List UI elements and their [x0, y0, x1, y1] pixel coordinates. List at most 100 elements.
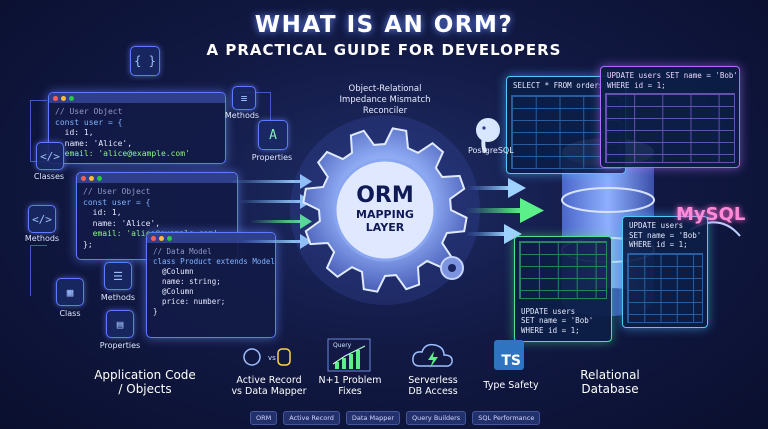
sql-line: UPDATE users — [629, 221, 684, 230]
label-methods-top: Methods — [224, 111, 260, 120]
window-zoom-dot — [167, 235, 172, 241]
gear-hub — [333, 158, 437, 262]
gear-label-layer: LAYER — [365, 221, 405, 234]
typescript-icon: TS — [494, 340, 524, 370]
window-close-dot — [81, 175, 86, 181]
feature-serverless: Serverless DB Access — [408, 375, 458, 397]
code-line: name: 'Alice', — [83, 218, 161, 228]
sql-line: UPDATE users SET name = 'Bob' — [607, 71, 738, 80]
connector-line — [30, 245, 47, 296]
caption-relational-database: Relational Database — [580, 368, 640, 396]
orm-gear — [290, 115, 480, 305]
feature-active-record: Active Record vs Data Mapper — [231, 375, 307, 397]
label-methods-low: Methods — [100, 293, 136, 302]
gear-label: ORM MAPPING LAYER — [335, 183, 435, 235]
sql-code: UPDATE users SET name = 'Bob'WHERE id = … — [601, 67, 739, 94]
properties-doc-icon: ▤ — [106, 310, 134, 338]
window-minimize-dot — [159, 235, 164, 241]
window-titlebar — [147, 233, 275, 243]
code-line: @Column — [153, 287, 194, 296]
code-line: name: 'Alice', — [55, 138, 133, 148]
sql-line: UPDATE users — [521, 306, 576, 316]
window-titlebar — [77, 173, 237, 183]
tag-chip: SQL Performance — [472, 411, 541, 425]
tag-chip: Query Builders — [406, 411, 467, 425]
query-text: Query — [333, 342, 352, 349]
sql-line: WHERE id = 1; — [521, 325, 580, 335]
window-close-dot — [151, 235, 156, 241]
code-line: price: number; — [153, 297, 226, 306]
tag-chip: Active Record — [283, 411, 340, 425]
postgresql-elephant-icon — [476, 118, 500, 154]
tag-chip: Data Mapper — [345, 411, 400, 425]
code-line: @Column — [153, 267, 194, 276]
window-titlebar — [49, 93, 225, 103]
classes-icon: </> — [36, 142, 64, 170]
code-line: }; — [83, 239, 93, 249]
window-minimize-dot — [89, 175, 94, 181]
cloud-lightning-icon — [410, 340, 456, 372]
sql-line: WHERE id = 1; — [607, 80, 666, 90]
result-grid — [627, 253, 703, 323]
label-class: Class — [59, 309, 81, 318]
code-line: } — [153, 307, 158, 316]
methods-icon: ≡ — [232, 86, 256, 110]
sql-line: SET name = 'Bob' — [521, 316, 594, 325]
label-properties-top: Properties — [251, 153, 293, 162]
query-chart-icon: Query — [326, 338, 372, 372]
arrows-left — [230, 174, 312, 249]
feature-type-safety: Type Safety — [483, 380, 539, 391]
vs-text: vs — [268, 354, 276, 362]
label-properties-low: Properties — [99, 341, 141, 350]
sql-window-update-top: UPDATE users SET name = 'Bob'WHERE id = … — [600, 66, 740, 168]
sql-code: SELECT * FROM orders; — [507, 77, 625, 95]
gear-label-mapping: MAPPING — [356, 208, 414, 221]
code-line: // Data Model — [153, 247, 212, 256]
result-grid — [605, 93, 735, 163]
sql-line: SET name = 'Bob' — [629, 230, 702, 240]
tag-chip: ORM — [250, 411, 278, 425]
tag-list: ORM Active Record Data Mapper Query Builder… — [250, 411, 541, 425]
label-methods-mid: Methods — [24, 234, 60, 243]
class-icon: ▦ — [56, 278, 84, 306]
properties-icon: A — [258, 120, 288, 150]
typescript-icon-text: TS — [501, 353, 521, 369]
window-zoom-dot — [97, 175, 102, 181]
active-record-vs-data-mapper-icon: vs — [240, 343, 296, 371]
sql-line: SELECT * FROM orders; — [513, 81, 608, 90]
sql-line: WHERE id = 1; — [629, 240, 688, 249]
code-line: id: 1, — [55, 128, 94, 137]
code-line: const user = { — [55, 117, 123, 127]
code-line: // User Object — [83, 187, 151, 196]
code-line: class Product extends Model { — [153, 257, 276, 266]
methods-code-icon: </> — [28, 205, 56, 233]
page-subtitle: A PRACTICAL GUIDE FOR DEVELOPERS — [206, 41, 562, 59]
methods-list-icon: ☰ — [104, 262, 132, 290]
window-zoom-dot — [69, 95, 74, 101]
caption-application-code: Application Code / Objects — [94, 368, 196, 396]
result-grid — [519, 241, 607, 299]
code-line: name: string; — [153, 277, 221, 286]
mysql-label: MySQL — [676, 204, 746, 225]
postgresql-label: PostgreSQL — [468, 146, 514, 155]
window-close-dot — [53, 95, 58, 101]
label-classes: Classes — [33, 172, 65, 181]
curly-braces-icon: { } — [130, 46, 160, 76]
code-line: // User Object — [55, 107, 123, 116]
feature-n-plus-one: N+1 Problem Fixes — [318, 375, 382, 397]
gear-label-orm: ORM — [356, 183, 414, 208]
arrows-right — [466, 178, 544, 244]
page-title: WHAT IS AN ORM? — [254, 12, 514, 38]
code-line: email: 'alice@example.com' — [55, 149, 190, 158]
code-line: const user = { — [83, 197, 151, 207]
window-minimize-dot — [61, 95, 66, 101]
